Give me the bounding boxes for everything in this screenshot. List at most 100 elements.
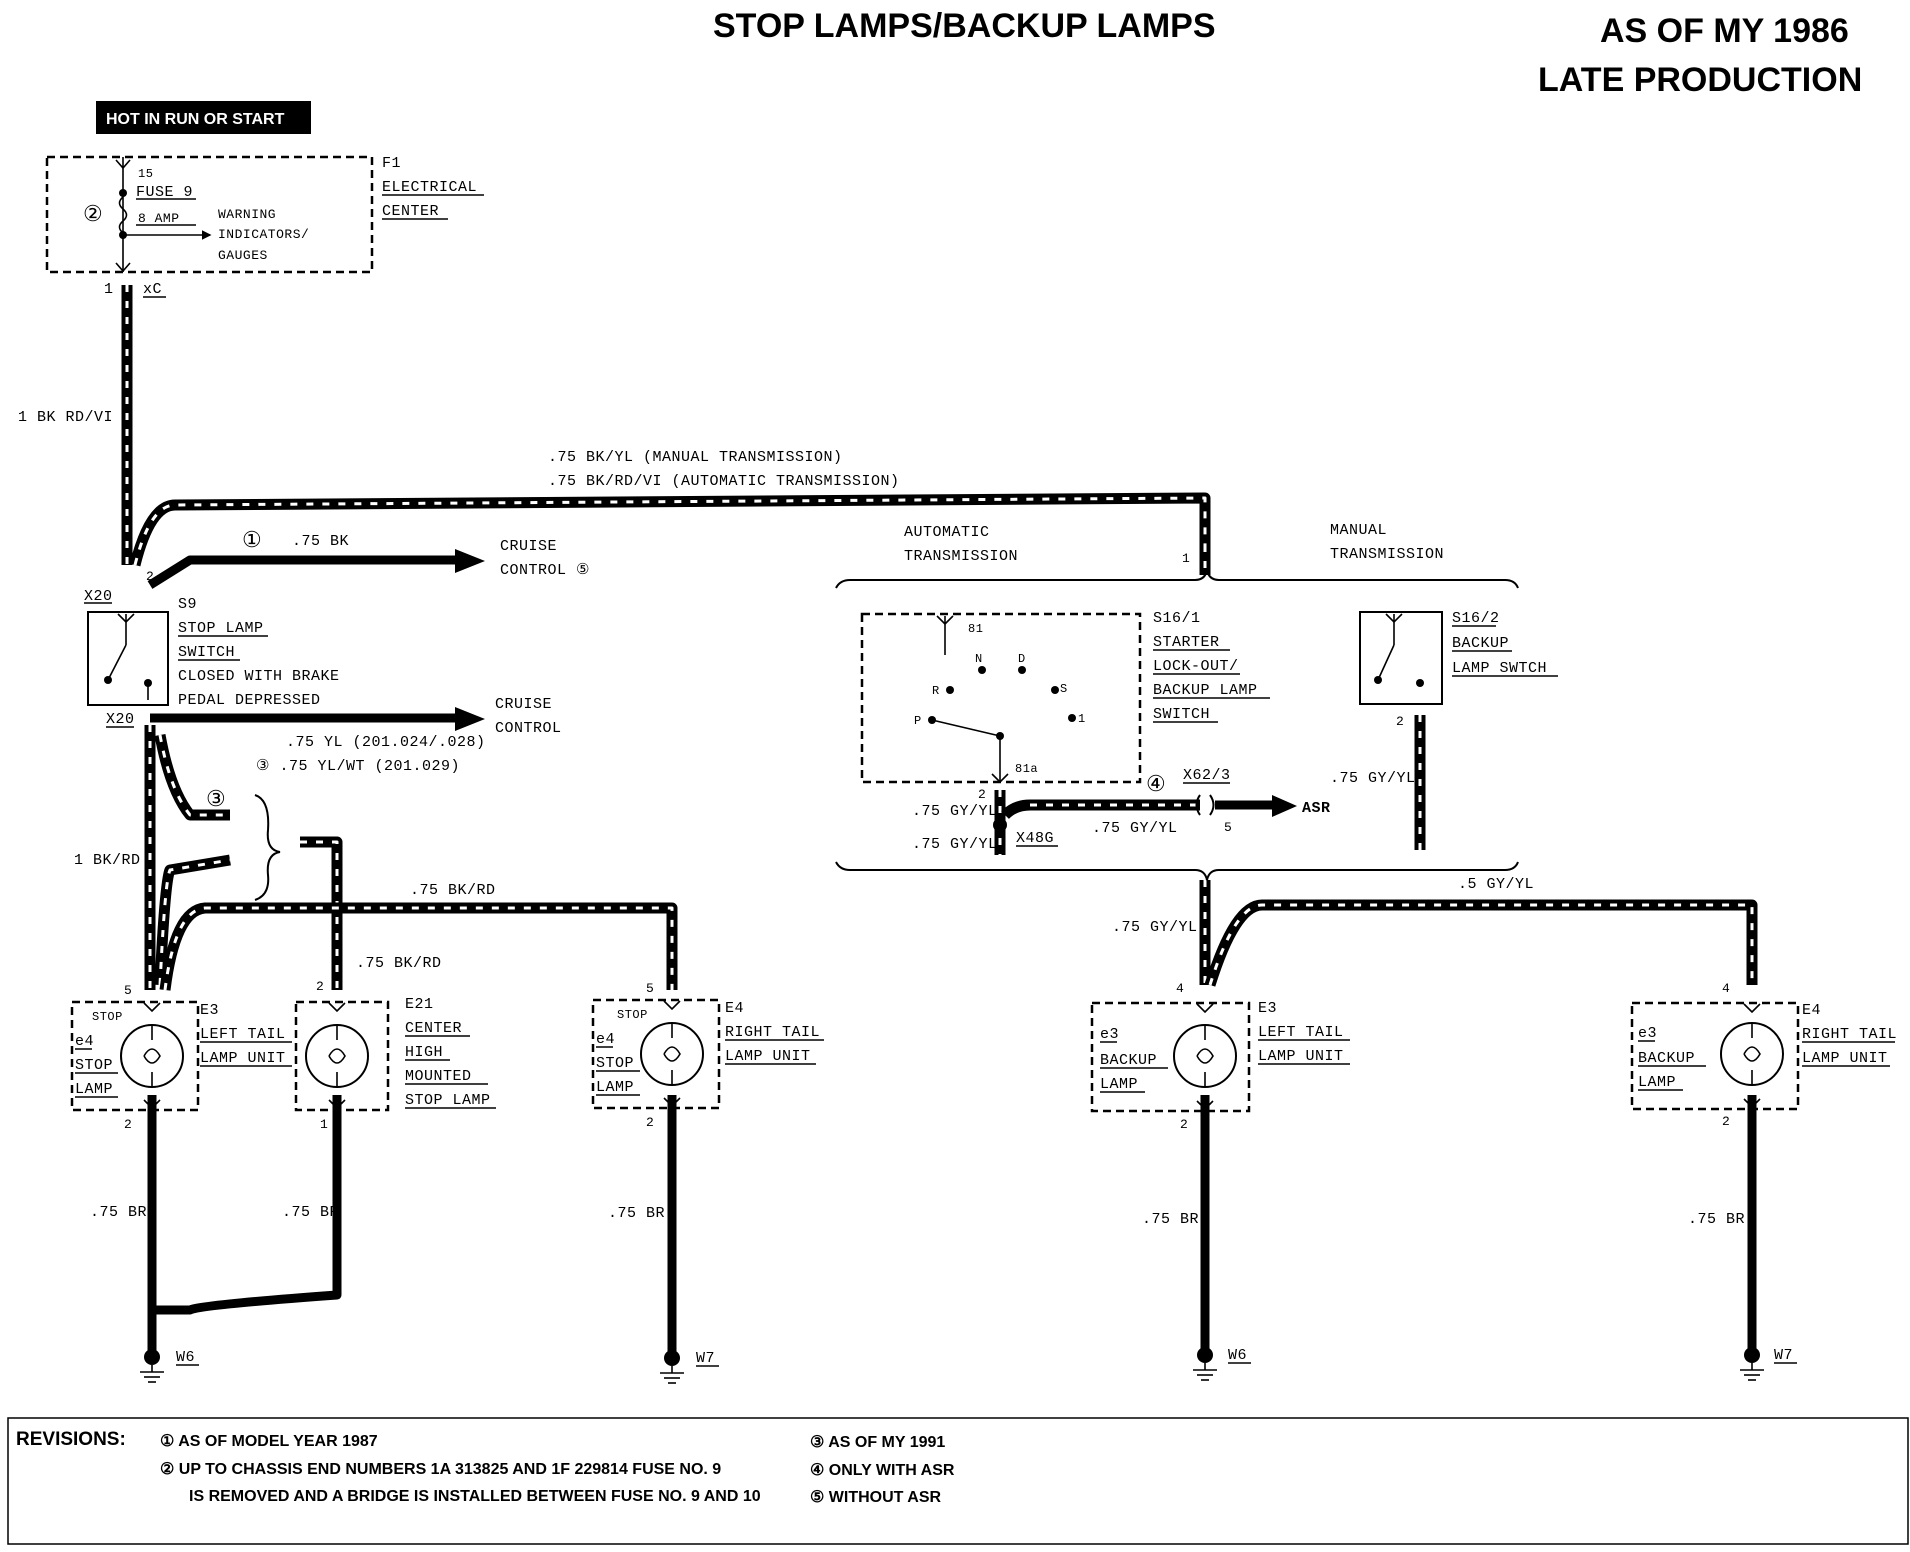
- lamp2-unit-ref: E21: [405, 996, 434, 1013]
- asr-wire2: .75 GY/YL: [912, 836, 998, 853]
- lamp5-unit-ref: E4: [1802, 1002, 1821, 1019]
- lamp-e3-left-backup: 4 2 e3 BACKUP LAMP E3 LEFT TAIL LAMP UNI…: [1090, 981, 1350, 1132]
- ground-w7-center: W7: [660, 1350, 719, 1384]
- lamp3-l2: LAMP: [596, 1079, 634, 1096]
- lamp3-top: STOP: [617, 1008, 648, 1022]
- lamp1-l2: LAMP: [75, 1081, 113, 1098]
- br-label-2: .75 BR: [282, 1204, 339, 1221]
- wire-bkrd75-a: .75 BK/RD: [410, 882, 496, 899]
- s161-p1: 1: [1078, 712, 1086, 726]
- lamp-e4-right-backup: 4 2 e3 BACKUP LAMP E4 RIGHT TAIL LAMP UN…: [1630, 981, 1897, 1129]
- fuse-terminal: 15: [138, 167, 153, 181]
- ground1-label: W6: [176, 1349, 195, 1366]
- lamp1-pin-top: 5: [124, 983, 132, 998]
- lamp3-u2: LAMP UNIT: [725, 1048, 811, 1065]
- lamp2-u3: MOUNTED: [405, 1068, 472, 1085]
- br-label-3: .75 BR: [608, 1205, 665, 1222]
- lamp4-u1: LEFT TAIL: [1258, 1024, 1344, 1041]
- s161-l4: SWITCH: [1153, 706, 1210, 723]
- lamp2-u2: HIGH: [405, 1044, 443, 1061]
- manual-trans-label1: MANUAL: [1330, 522, 1387, 539]
- ground-w7-right: W7: [1740, 1347, 1797, 1381]
- lamp5-u2: LAMP UNIT: [1802, 1050, 1888, 1067]
- warning-line2: INDICATORS/: [218, 227, 309, 242]
- lamp3-pin-bot: 2: [646, 1115, 654, 1130]
- asr-pin: 5: [1224, 820, 1232, 835]
- wire-top-auto: .75 BK/RD/VI (AUTOMATIC TRANSMISSION): [548, 473, 900, 490]
- lamp4-pin-bot: 2: [1180, 1117, 1188, 1132]
- s162-ref: S16/2: [1452, 610, 1500, 627]
- lamp4-l1: BACKUP: [1100, 1052, 1157, 1069]
- as-of-label: AS OF MY 1986: [1600, 12, 1849, 50]
- s161-pP: P: [914, 714, 922, 728]
- revision-2b: IS REMOVED AND A BRIDGE IS INSTALLED BET…: [189, 1488, 761, 1505]
- br-label-1: .75 BR: [90, 1204, 147, 1221]
- revision-2a: ② UP TO CHASSIS END NUMBERS 1A 313825 AN…: [160, 1461, 721, 1478]
- revision-4: ④ ONLY WITH ASR: [810, 1462, 955, 1479]
- fuse-amp: 8 AMP: [138, 211, 180, 226]
- cruise1-wire: .75 BK: [292, 533, 349, 550]
- f1-pin: 1: [104, 281, 114, 298]
- lamp2-pin-bot: 1: [320, 1117, 328, 1132]
- lamp2-pin-top: 2: [316, 979, 324, 994]
- production-label: LATE PRODUCTION: [1538, 61, 1862, 99]
- lamp2-u1: CENTER: [405, 1020, 462, 1037]
- lamp5-l1: BACKUP: [1638, 1050, 1695, 1067]
- asr-label: ASR: [1302, 800, 1331, 817]
- lamp4-pin-top: 4: [1176, 981, 1184, 996]
- note3-marker: ③: [206, 786, 227, 811]
- fuse-name: FUSE 9: [136, 184, 193, 201]
- f1-name-2: CENTER: [382, 203, 439, 220]
- lamp5-l2: LAMP: [1638, 1074, 1676, 1091]
- wire-gyyl-5: .5 GY/YL: [1458, 876, 1534, 893]
- s161-pR: R: [932, 684, 940, 698]
- warning-line1: WARNING: [218, 207, 276, 222]
- revision-3: ③ AS OF MY 1991: [810, 1434, 945, 1451]
- diagram-title: STOP LAMPS/BACKUP LAMPS: [713, 7, 1216, 45]
- lamp2-u4: STOP LAMP: [405, 1092, 491, 1109]
- wire-bkrd75-b: .75 BK/RD: [356, 955, 442, 972]
- wire-top-manual: .75 BK/YL (MANUAL TRANSMISSION): [548, 449, 843, 466]
- wire-gyyl-trunk: .75 GY/YL: [1112, 919, 1198, 936]
- revision3-bracket: [254, 794, 281, 901]
- s161-l2: LOCK-OUT/: [1153, 658, 1239, 675]
- s162-wire: .75 GY/YL: [1330, 770, 1416, 787]
- lamp-e3-left-stop: 5 2 STOP e4 STOP LAMP E3 LEFT TAIL LAMP …: [70, 983, 292, 1132]
- s9-pin: 2: [146, 569, 154, 584]
- stop-lamp-switch-s9: X20 2 X20 S9 STOP LAMP SWITCH CLOSED WIT…: [84, 569, 340, 728]
- lamp1-l1: STOP: [75, 1057, 113, 1074]
- revision-1: ① AS OF MODEL YEAR 1987: [160, 1433, 378, 1450]
- lamp1-pin-bot: 2: [124, 1117, 132, 1132]
- s161-pS: S: [1060, 682, 1068, 696]
- s9-l3: CLOSED WITH BRAKE: [178, 668, 340, 685]
- s161-pN: N: [975, 652, 983, 666]
- ground3-label: W6: [1228, 1347, 1247, 1364]
- br-label-4: .75 BR: [1142, 1211, 1199, 1228]
- s162-l2: LAMP SWTCH: [1452, 660, 1547, 677]
- lamp1-ref: e4: [75, 1033, 94, 1050]
- trans-bracket-top: [835, 569, 1519, 589]
- s161-l1: STARTER: [1153, 634, 1220, 651]
- backup-lamp-switch-s16-2: S16/2 BACKUP LAMP SWTCH 2 .75 GY/YL: [1330, 610, 1558, 787]
- wire-main-label: 1 BK RD/VI: [18, 409, 113, 426]
- lamp5-pin-bot: 2: [1722, 1114, 1730, 1129]
- lamp3-unit-ref: E4: [725, 1000, 744, 1017]
- lamp1-u1: LEFT TAIL: [200, 1026, 286, 1043]
- br-label-5: .75 BR: [1688, 1211, 1745, 1228]
- lamp4-l2: LAMP: [1100, 1076, 1138, 1093]
- s9-l4: PEDAL DEPRESSED: [178, 692, 321, 709]
- hot-label-box: [96, 101, 311, 134]
- auto-trans-label1: AUTOMATIC: [904, 524, 990, 541]
- asr-wire1: .75 GY/YL: [912, 803, 998, 820]
- cruise2-label1: CRUISE: [495, 696, 552, 713]
- s161-p81a: 81a: [1015, 762, 1038, 776]
- lamp3-l1: STOP: [596, 1055, 634, 1072]
- f1-ref: F1: [382, 155, 401, 172]
- wire-bkrd: 1 BK/RD: [74, 852, 141, 869]
- cruise1-note: ①: [242, 527, 263, 552]
- lamp3-pin-top: 5: [646, 981, 654, 996]
- asr-conn: X62/3: [1183, 767, 1231, 784]
- auto-trans-label2: TRANSMISSION: [904, 548, 1018, 565]
- s9-l2: SWITCH: [178, 644, 235, 661]
- lamp-e4-right-stop: 5 2 STOP e4 STOP LAMP E4 RIGHT TAIL LAMP…: [591, 981, 824, 1130]
